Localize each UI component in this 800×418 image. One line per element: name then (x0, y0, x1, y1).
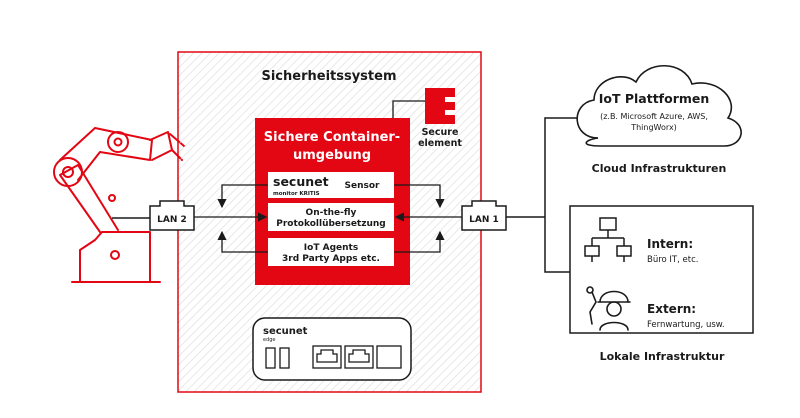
extern-sub: Fernwartung, usw. (647, 320, 725, 330)
iot-agents-box: IoT Agents 3rd Party Apps etc. (268, 238, 394, 266)
sensor-label: Sensor (345, 181, 381, 191)
lan1-label: LAN 1 (469, 215, 499, 225)
sensor-box: secunet monitor KRITIS Sensor (268, 172, 394, 198)
protocol-line1: On-the-fly (306, 208, 357, 218)
ethernet-port-icon (312, 345, 342, 369)
usb-port-icon (279, 347, 290, 369)
secure-element-line1: Secure (422, 127, 459, 138)
edge-sub: edge (263, 337, 276, 343)
external-links (506, 117, 578, 273)
cloud-line1: (z.B. Microsoft Azure, AWS, (600, 112, 708, 121)
sfp-port-icon (376, 345, 402, 369)
protocol-translation-box: On-the-fly Protokollübersetzung (268, 203, 394, 231)
protocol-line2: Protokollübersetzung (276, 219, 385, 229)
usb-port-icon (265, 347, 276, 369)
lan2-label: LAN 2 (157, 215, 187, 225)
secure-element-link (392, 100, 425, 118)
intern-sub: Büro IT, etc. (647, 255, 698, 265)
container-title-line1: Sichere Container- (264, 130, 400, 145)
cloud-line2: ThingWorx) (630, 123, 677, 132)
secunet-monitor-sub: monitor KRITIS (273, 191, 320, 197)
intern-title: Intern: (647, 237, 693, 251)
lan2-connector: LAN 2 (149, 200, 195, 231)
iot-agents-line2: 3rd Party Apps etc. (282, 254, 380, 264)
network-computers-icon (584, 217, 632, 262)
extern-title: Extern: (647, 302, 696, 316)
secunet-monitor-logo: secunet (273, 174, 329, 189)
lan1-connector: LAN 1 (461, 200, 507, 231)
edge-logo: secunet (263, 326, 308, 337)
security-system-title: Sicherheitssystem (261, 69, 396, 84)
secure-element-line2: element (418, 138, 462, 149)
cloud-icon (576, 64, 742, 147)
cloud-caption: Cloud Infrastrukturen (592, 162, 727, 175)
iot-agents-line1: IoT Agents (304, 243, 358, 253)
secunet-edge-device: secunet edge (252, 317, 412, 381)
data-flow-lines (194, 184, 462, 253)
cloud-title: IoT Plattformen (599, 91, 710, 106)
local-caption: Lokale Infrastruktur (600, 350, 725, 363)
ethernet-port-icon (344, 345, 374, 369)
secure-element-icon (425, 88, 455, 124)
container-title-line2: umgebung (293, 148, 371, 163)
technician-icon (586, 286, 631, 331)
